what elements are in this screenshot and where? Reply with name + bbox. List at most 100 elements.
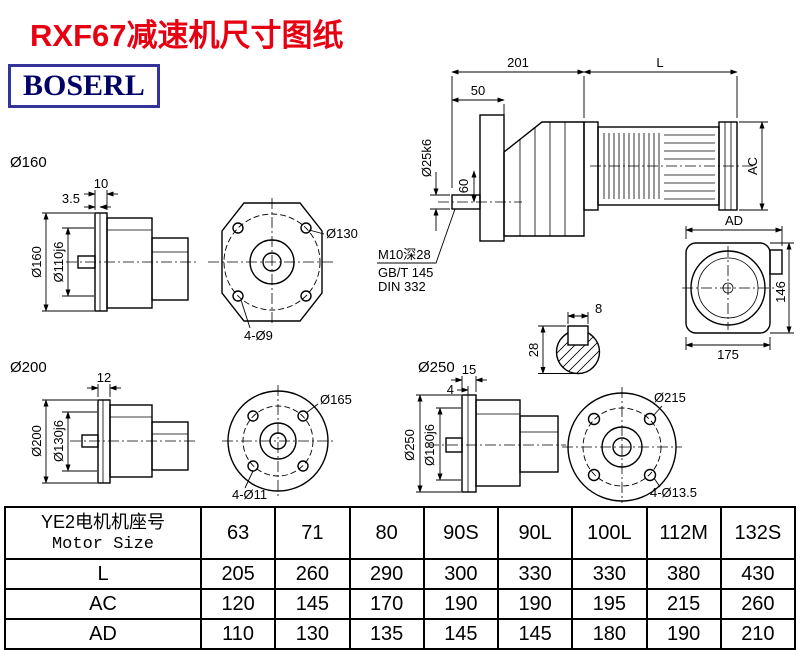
table-cell: 330 <box>571 558 648 590</box>
column-header-112M: 112M <box>645 506 722 560</box>
table-header-row: YE2电机机座号 Motor Size 63 71 80 90S 90L 100… <box>4 506 797 560</box>
dim-pilot: Ø110j6 <box>51 242 66 283</box>
gear-housing <box>503 121 585 237</box>
row-label-AC: AC <box>4 588 202 620</box>
bolt-circle-leader <box>305 403 319 414</box>
centerlines <box>222 385 334 497</box>
housing-rear <box>151 421 189 471</box>
table-cell: 130 <box>274 618 351 650</box>
holes-leader <box>244 470 254 489</box>
dim-holes: 4-Ø11 <box>232 487 267 502</box>
dim-od: Ø160 <box>29 246 44 278</box>
table-cell: 190 <box>496 588 574 620</box>
dim-thickness: 15 <box>462 362 476 377</box>
flange200-label: Ø200 <box>10 359 47 376</box>
housing-rear <box>151 237 189 301</box>
dim-175: 175 <box>717 347 739 362</box>
page-title: RXF67减速机尺寸图纸 <box>30 18 344 53</box>
dim-50: 50 <box>471 83 485 98</box>
motor-end-view: AD 146 175 <box>682 213 794 362</box>
table-cell: 145 <box>422 618 500 650</box>
dim-bolt-circle: Ø130 <box>326 226 358 241</box>
key-width-extensions <box>567 312 589 324</box>
flange160-front-view: Ø130 4-Ø9 <box>208 198 358 343</box>
dim-AC: AC <box>745 157 760 175</box>
table-corner-cell: YE2电机机座号 Motor Size <box>4 506 202 560</box>
bolt-circle-leader <box>308 229 325 235</box>
extension-lines <box>451 76 738 188</box>
motor-fins <box>664 134 715 200</box>
table-row-AC: AC 120 145 170 190 190 195 215 260 <box>4 588 797 620</box>
table-cell: 260 <box>274 558 351 590</box>
table-cell: 260 <box>719 588 797 620</box>
table-cell: 145 <box>496 618 574 650</box>
housing-lines <box>110 416 188 435</box>
dim-L: L <box>656 55 663 70</box>
dim-thickness: 10 <box>94 176 108 191</box>
motor-size-table: YE2电机机座号 Motor Size 63 71 80 90S 90L 100… <box>4 506 797 650</box>
housing-front <box>475 399 521 487</box>
table-cell: 205 <box>199 558 277 590</box>
column-header-80: 80 <box>348 506 425 560</box>
flange250-label: Ø250 <box>418 359 455 376</box>
column-header-132S: 132S <box>719 506 797 560</box>
bolt-hole <box>587 412 601 426</box>
bolt-hole <box>247 410 259 422</box>
table-cell: 170 <box>348 588 425 620</box>
flange250-front-view: Ø215 4-Ø13.5 <box>562 387 697 503</box>
terminal-box <box>769 249 783 275</box>
column-header-90L: 90L <box>496 506 574 560</box>
dim-key-width: 8 <box>595 301 602 316</box>
dim-bolt-circle: Ø165 <box>320 392 352 407</box>
dim-holes: 4-Ø9 <box>244 328 273 343</box>
table-cell: 215 <box>645 588 722 620</box>
housing-ribs <box>519 122 566 236</box>
table-row-AD: AD 110 130 135 145 145 180 190 210 <box>4 618 797 650</box>
flange-outline <box>221 202 323 322</box>
bolt-hole <box>297 460 309 472</box>
column-header-63: 63 <box>199 506 277 560</box>
housing-lines <box>476 413 558 433</box>
bolt-hole <box>300 222 312 234</box>
shaft-key-section-view: 8 28 <box>526 301 602 375</box>
od-extensions <box>416 394 461 493</box>
bolt-hole <box>297 410 309 422</box>
bolt-hole <box>232 222 244 234</box>
shaft-circle <box>612 437 632 457</box>
holes-leader <box>240 299 251 329</box>
table-cell: 430 <box>719 558 797 590</box>
pilot-extensions <box>62 411 97 472</box>
corner-line1: YE2电机机座号 <box>40 512 166 533</box>
centerlines <box>208 198 336 326</box>
bolt-hole <box>643 468 657 482</box>
housing-front <box>106 217 153 309</box>
holes-leader <box>653 477 661 488</box>
flange-plate <box>461 394 477 493</box>
note-leader-line <box>377 208 456 264</box>
dim-201: 201 <box>507 55 529 70</box>
note-thread: M10深28 <box>378 247 431 262</box>
dim-thickness: 12 <box>97 370 111 385</box>
dim-shaft-diameter: Ø25k6 <box>419 139 434 177</box>
table-cell: 290 <box>348 558 425 590</box>
flange-plate <box>97 399 111 484</box>
table-cell: 330 <box>496 558 574 590</box>
dim-pilot: Ø130j6 <box>51 420 66 462</box>
row-label-AD: AD <box>4 618 202 650</box>
od-extensions <box>42 399 97 484</box>
boserl-logo: BOSERL <box>8 64 160 108</box>
mounting-flange <box>479 114 505 242</box>
dim-bolt-circle: Ø215 <box>654 390 686 405</box>
thickness-extensions <box>97 384 111 397</box>
row-label-L: L <box>4 558 202 590</box>
column-header-71: 71 <box>274 506 351 560</box>
housing-rear <box>519 415 559 473</box>
note-standard-din: DIN 332 <box>378 279 426 294</box>
note-standard-gb: GB/T 145 <box>378 265 433 280</box>
dim-recess: 4 <box>447 382 454 397</box>
technical-drawing: 201 L 50 AC Ø25k6 60 M10深28 GB/T 145 DIN… <box>10 55 794 503</box>
table-cell: 120 <box>199 588 277 620</box>
dim-146: 146 <box>773 281 788 303</box>
flange160-label: Ø160 <box>10 154 47 171</box>
